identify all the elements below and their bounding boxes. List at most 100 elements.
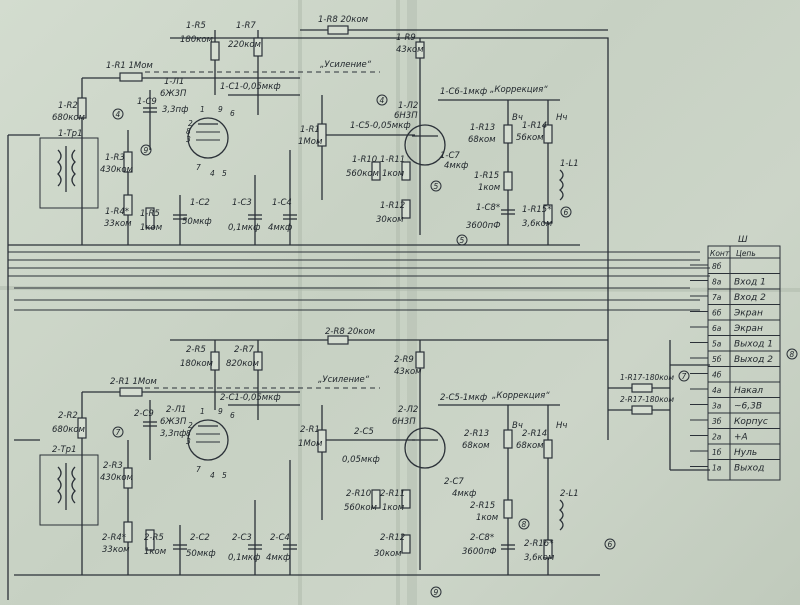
tube-pin-number: 1: [200, 105, 205, 114]
connector-circuit: +А: [734, 433, 748, 443]
ch1-c3-val: 0,1мкф: [228, 223, 260, 233]
node-mark-label: 4: [380, 96, 385, 105]
ch2-lf-label: Нч: [556, 421, 567, 431]
ch2-r3-resistor: [123, 467, 133, 489]
tube-pin-number: 8: [186, 127, 191, 136]
ch1-r9-label: 1-R9: [396, 33, 416, 43]
ch1-transformer-frame: [39, 137, 99, 209]
ch2-r15-resistor: [503, 499, 513, 519]
ch2-r14-resistor: [543, 439, 553, 459]
ch1-r15-val: 3,6ком: [522, 219, 553, 229]
ch2-r5top-label: 2-R5: [186, 345, 206, 355]
ch1-r1-label: 1-R1 1Мом: [106, 61, 153, 71]
ch2-tube1-type: 6Ж3П: [160, 417, 187, 427]
connector-pin: 5а: [712, 340, 722, 349]
ch1-r8-label: 1-R8 20ком: [318, 15, 369, 25]
tube-pin-number: 8: [186, 429, 191, 438]
ch1-r15-label: 1-R15*: [522, 205, 551, 215]
ch2-r13-val: 68ком: [462, 441, 490, 451]
ch1-c5-label: 1-C5-0,05мкф: [350, 121, 411, 131]
connector-circuit: Экран: [733, 309, 763, 319]
ch2-tr1-label: 2-Тр1: [52, 445, 76, 455]
ch2-r1b-label: 2-R1: [300, 425, 320, 435]
ch1-c2-val: 50мкф: [182, 217, 212, 227]
ch2-tube2-type: 6Н3П: [392, 417, 416, 427]
ch2-r11-label: 2-R11: [380, 489, 405, 499]
tube-pin-number: 7: [196, 465, 201, 474]
ch1-r3-label: 1-R3: [105, 153, 125, 163]
ch2-r14-label: 2-R14: [522, 429, 547, 439]
ch2-r7-resistor: [253, 351, 263, 371]
ch1-r7-resistor: [253, 37, 263, 57]
ch2-c9-label: 2-C9: [134, 409, 154, 419]
ch2-r2-label: 2-R2: [58, 411, 78, 421]
ch1-c9-val: 3,3пф: [162, 105, 188, 115]
node-mark-circle: [112, 426, 124, 438]
connector-circuit: Корпус: [734, 417, 768, 427]
ch1-r11-label: 1-R11: [380, 155, 405, 165]
ch1-r4-label: 1-R4*: [105, 207, 129, 217]
ch2-r16-resistor: [543, 539, 553, 559]
node-mark-circle: [560, 206, 572, 218]
ch1-r5top-val: 180ком: [180, 35, 214, 45]
ch2-r12-resistor: [401, 534, 411, 554]
ch2-r13-label: 2-R13: [464, 429, 489, 439]
tube-pin-number: 7: [196, 163, 201, 172]
ch1-gain-label: „Усиление“: [320, 60, 372, 70]
ch2-r7-val: 820ком: [226, 359, 260, 369]
connector-pin: 5б: [712, 355, 722, 364]
connector-pin: 1б: [712, 448, 722, 457]
ch2-r15-val: 1ком: [476, 513, 499, 523]
ch1-c9-label: 1-C9: [137, 97, 157, 107]
ch1-tube2-label: 1-Л2: [398, 101, 418, 111]
node-mark-label: 9: [144, 146, 149, 155]
ch1-c7-val: 4мкф: [444, 161, 468, 171]
node-mark-label: 7: [116, 428, 121, 437]
ch1-r10-label: 1-R10: [352, 155, 377, 165]
connector-frame: [707, 245, 781, 481]
ch2-c4-val: 4мкф: [266, 553, 290, 563]
ch2-r5top-resistor: [210, 351, 220, 371]
ch2-transformer-primary: [57, 466, 62, 504]
ch2-r10-val: 560ком: [344, 503, 378, 513]
ch1-r10-val: 560ком: [346, 169, 380, 179]
connector-pin: 6а: [712, 324, 722, 333]
ch1-hf-label: Вч: [512, 113, 523, 123]
ch2-r12-val: 30ком: [374, 549, 402, 559]
ch1-tube1: [187, 117, 229, 159]
ch2-r1b-resistor: [317, 429, 327, 453]
ch1-r1-pot: [119, 72, 143, 82]
ch2-r16-label: 2-R16*: [524, 539, 553, 549]
node-mark-circle: [786, 348, 798, 360]
ch1-r15b-val: 1ком: [478, 183, 501, 193]
ch1-r5-label: 1-R5: [140, 209, 160, 219]
ch1-c8-label: 1-C8*: [476, 203, 500, 213]
ch1-r14-resistor: [543, 124, 553, 144]
ch1-r7-label: 1-R7: [236, 21, 256, 31]
ch2-r4-label: 2-R4*: [102, 533, 126, 543]
ch1-r4-resistor: [123, 194, 133, 216]
ch1-r13-resistor: [503, 124, 513, 144]
connector-circuit: Нуль: [734, 448, 757, 458]
ch1-transformer-secondary: [71, 149, 76, 187]
ch2-r9-resistor: [415, 351, 425, 369]
ch2-r2-resistor: [77, 417, 87, 439]
ch2-c9-val: 3,3пф: [160, 429, 186, 439]
ch1-r1b-label: 1-R1: [300, 125, 320, 135]
ch2-r16-val: 3,6ком: [524, 553, 555, 563]
connector-title: Ш: [738, 235, 748, 245]
node-mark-circle: [518, 518, 530, 530]
ch1-r2-val: 680ком: [52, 113, 86, 123]
ch1-r2-label: 1-R2: [58, 101, 78, 111]
tube-pin-number: 1: [200, 407, 205, 416]
tube-pin-number: 5: [222, 169, 227, 178]
ch1-r11-resistor: [401, 161, 411, 181]
ch1-r10-resistor: [371, 161, 381, 181]
ch2-r2-val: 680ком: [52, 425, 86, 435]
tube-pin-number: 9: [218, 105, 223, 114]
ch1-r13-label: 1-R13: [470, 123, 495, 133]
